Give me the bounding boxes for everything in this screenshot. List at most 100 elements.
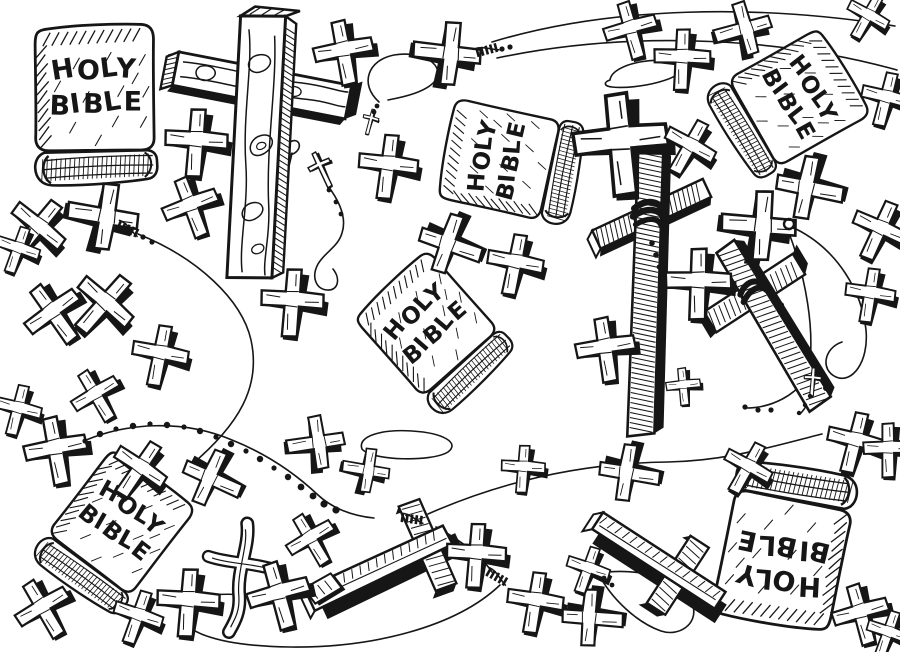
rosary-trims	[116, 219, 155, 245]
hatch-stroke	[285, 27, 296, 35]
cross-front	[862, 422, 900, 479]
rosary-bead	[271, 465, 277, 471]
rosary-bead	[181, 424, 187, 430]
page-grain	[708, 87, 726, 97]
rosary-trims	[473, 42, 513, 58]
hatch-stroke	[284, 45, 295, 53]
cross-front	[846, 0, 891, 41]
rosary-cord	[72, 424, 375, 519]
hatch-stroke	[631, 361, 655, 368]
hatch-stroke	[600, 227, 606, 246]
cross-front	[601, 0, 659, 62]
rosary-bead	[227, 440, 235, 448]
hatch-stroke	[282, 87, 292, 95]
cross-front	[69, 368, 121, 424]
hatch-stroke	[638, 172, 662, 178]
rosary-trims	[82, 421, 509, 587]
small-cross	[21, 414, 93, 489]
rosary-bead	[326, 187, 332, 193]
small-cross	[181, 447, 247, 507]
hatch-stroke	[632, 331, 656, 338]
hatch-stroke	[166, 57, 177, 61]
hatch-stroke	[281, 111, 291, 119]
hatch-stroke	[733, 295, 742, 314]
cross-front	[164, 108, 229, 178]
rosary-trims	[742, 217, 829, 413]
cross-front	[362, 108, 380, 136]
small-cross	[803, 367, 823, 398]
small-cross	[130, 324, 193, 391]
hatch-stroke	[630, 406, 654, 413]
rosary-cord	[360, 429, 453, 460]
rosary-coil	[473, 42, 500, 58]
hatch-stroke	[392, 550, 395, 560]
hatch-stroke	[283, 63, 294, 71]
hatch-stroke	[697, 580, 706, 588]
hatch-stroke	[283, 75, 293, 83]
small-cross	[774, 151, 849, 221]
cross-front	[260, 268, 325, 338]
cross-front	[357, 133, 420, 201]
hatch-stroke	[722, 253, 742, 262]
hatch-stroke	[681, 551, 697, 565]
hatch-stroke	[759, 315, 779, 324]
hatch-stroke	[631, 381, 655, 388]
hatch-stroke	[765, 325, 786, 334]
hatch-stroke	[425, 554, 444, 561]
hatch-stroke	[283, 69, 293, 77]
cross-front	[722, 441, 774, 496]
hatch-stroke	[768, 330, 789, 339]
cross-front	[181, 448, 244, 507]
hatch-stroke	[774, 341, 795, 349]
hatch-stroke	[787, 361, 807, 370]
hatch-stroke	[713, 308, 721, 326]
book-cover	[712, 489, 852, 631]
hatch-stroke	[651, 598, 666, 612]
hatch-stroke	[280, 129, 290, 137]
hatch-stroke	[635, 257, 659, 263]
small-cross	[160, 175, 225, 241]
hatch-stroke	[437, 580, 456, 586]
hatch-stroke	[633, 317, 657, 323]
rosary-cord	[427, 433, 823, 515]
hatch-stroke	[790, 366, 810, 375]
small-cross	[284, 512, 341, 569]
small-cross	[357, 133, 423, 204]
hatch-stroke	[630, 401, 654, 408]
cross-front	[417, 212, 485, 275]
hatch-stroke	[408, 542, 411, 553]
hatch-stroke	[621, 531, 630, 539]
hatch-stroke	[375, 557, 378, 568]
rosary-bead	[96, 430, 104, 438]
hatch-stroke	[637, 541, 646, 549]
rosary-bead	[163, 421, 171, 429]
hatch-stroke	[634, 287, 658, 293]
hatch-stroke	[685, 545, 700, 559]
hatch-stroke	[280, 135, 290, 143]
hatch-stroke	[359, 565, 362, 575]
small-cross	[156, 568, 225, 642]
hatch-stroke	[631, 371, 655, 378]
hatch-stroke	[273, 267, 283, 274]
hatch-stroke	[652, 551, 661, 558]
hatch-stroke	[627, 214, 633, 233]
cross-front	[565, 545, 612, 595]
driftwood-cross	[201, 516, 282, 640]
cross-front	[112, 589, 165, 646]
rosary-bead	[499, 46, 505, 52]
hatch-stroke	[629, 536, 638, 544]
hatch-stroke	[273, 255, 284, 262]
small-cross	[13, 578, 77, 641]
rosary-bead	[147, 421, 153, 427]
rosary-bead	[297, 483, 305, 491]
hatch-stroke	[644, 546, 653, 554]
hatch-stroke	[799, 382, 820, 391]
hatch-stroke	[274, 243, 284, 250]
hatch-stroke	[638, 162, 662, 168]
book-cover	[33, 22, 156, 153]
hatch-stroke	[704, 585, 713, 593]
small-cross	[664, 366, 704, 408]
